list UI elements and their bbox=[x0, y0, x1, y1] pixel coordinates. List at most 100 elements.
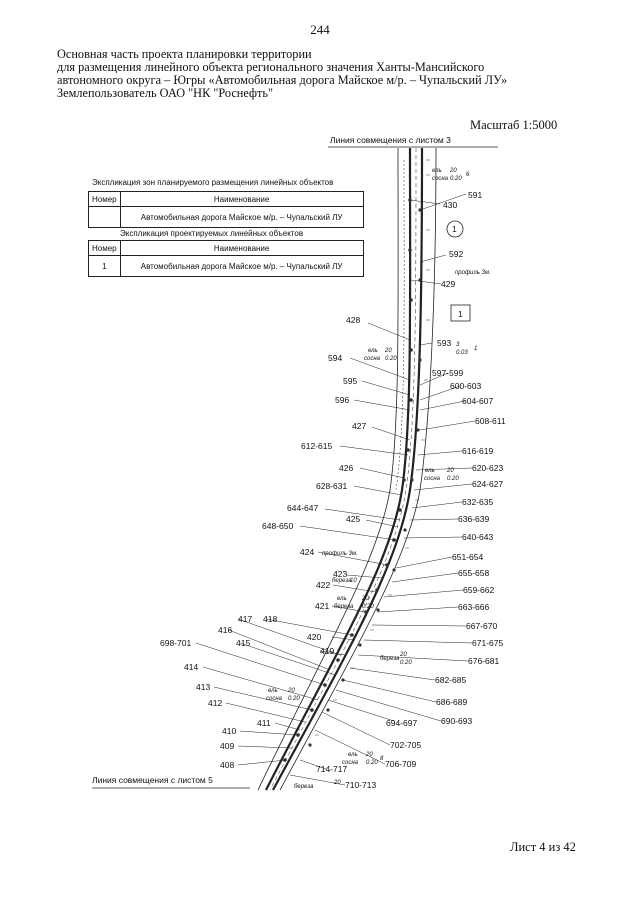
label-651-654: 651-654 bbox=[452, 552, 483, 562]
label-596: 596 bbox=[335, 395, 349, 405]
zone-boundary-left bbox=[257, 147, 399, 791]
annot-tree-type-10: ель bbox=[348, 752, 358, 758]
annot-birch-height: 10 bbox=[350, 578, 357, 584]
label-411: 411 bbox=[257, 718, 271, 728]
annot-height-7: 20 bbox=[287, 688, 295, 694]
header-line-2: для размещения линейного объекта региона… bbox=[57, 60, 485, 74]
label-419: 419 bbox=[320, 646, 334, 656]
label-676-681: 676-681 bbox=[468, 656, 499, 666]
stake-points bbox=[283, 198, 422, 762]
annot-tree-type-8: ель bbox=[268, 688, 278, 694]
label-420: 420 bbox=[307, 632, 321, 642]
label-591: 591 bbox=[468, 190, 482, 200]
label-659-662: 659-662 bbox=[463, 585, 494, 595]
annot-birch-1: береза bbox=[332, 578, 352, 584]
road-edge-left bbox=[265, 147, 412, 791]
existing-road bbox=[395, 159, 405, 491]
annot-birch-4: береза bbox=[294, 784, 314, 790]
label-429: 429 bbox=[441, 279, 455, 289]
label-412: 412 bbox=[208, 698, 222, 708]
label-706-709: 706-709 bbox=[385, 759, 416, 769]
label-408: 408 bbox=[220, 760, 234, 770]
annot-height-9: 20 bbox=[333, 780, 341, 786]
zones-table: Номер Наименование Автомобильная дорога … bbox=[88, 191, 364, 228]
table-row: 1 Автомобильная дорога Майское м/р. – Чу… bbox=[88, 255, 364, 277]
annot-tree-type-5: ель bbox=[425, 468, 435, 474]
annot-height: 20 bbox=[449, 168, 457, 174]
label-671-675: 671-675 bbox=[472, 638, 503, 648]
annot-height-8: 20 bbox=[365, 752, 373, 758]
label-593: 593 bbox=[437, 338, 451, 348]
annot-spacing: 6 bbox=[466, 172, 470, 178]
label-600-603: 600-603 bbox=[450, 381, 481, 391]
label-597-599: 597-599 bbox=[432, 368, 463, 378]
annot-diameter-8: 0.20 bbox=[366, 760, 378, 766]
annot-diameter-3: 0.20 bbox=[385, 356, 397, 362]
objects-table-caption: Экспликация проектируемых линейных объек… bbox=[120, 229, 304, 238]
label-702-705: 702-705 bbox=[390, 740, 421, 750]
label-421: 421 bbox=[315, 601, 329, 611]
label-428: 428 bbox=[346, 315, 360, 325]
header-line-4: Землепользователь ОАО "НК "Роснефть" bbox=[57, 86, 273, 100]
label-644-647: 644-647 bbox=[287, 503, 318, 513]
sheet-junction-bottom: Линия совмещения с листом 5 bbox=[92, 775, 213, 785]
objects-table: Номер Наименование 1 Автомобильная дорог… bbox=[88, 240, 364, 277]
label-413: 413 bbox=[196, 682, 210, 692]
annot-profile-2: профиль 3м. bbox=[322, 551, 358, 557]
label-690-693: 690-693 bbox=[441, 716, 472, 726]
label-620-623: 620-623 bbox=[472, 463, 503, 473]
sheet-junction-top: Линия совмещения с листом 3 bbox=[330, 135, 451, 145]
zones-row-name: Автомобильная дорога Майское м/р. – Чупа… bbox=[119, 206, 364, 228]
annot-height-3: 20 bbox=[384, 348, 392, 354]
header-line-3: автономного округа – Югры «Автомобильная… bbox=[57, 73, 508, 87]
annot-diameter-2: 0.03 bbox=[456, 350, 468, 356]
label-640-643: 640-643 bbox=[462, 532, 493, 542]
annot-tree-type-3: ель bbox=[368, 348, 378, 354]
label-592: 592 bbox=[449, 249, 463, 259]
header-line-1: Основная часть проекта планировки террит… bbox=[57, 47, 312, 61]
object-circle-marker bbox=[446, 220, 464, 238]
label-648-650: 648-650 bbox=[262, 521, 293, 531]
annot-diameter-5: 0.20 bbox=[362, 604, 374, 610]
annot-profile: профиль 3м. bbox=[455, 270, 491, 276]
annot-diameter-4: 0.20 bbox=[447, 476, 459, 482]
leader-lines bbox=[195, 193, 476, 786]
label-595: 595 bbox=[343, 376, 357, 386]
sheet-counter: Лист 4 из 42 bbox=[510, 840, 576, 854]
road-edge-right bbox=[272, 147, 424, 791]
road-centerline bbox=[269, 147, 417, 791]
label-427: 427 bbox=[352, 421, 366, 431]
annot-tree-type-9: сосна bbox=[266, 696, 283, 702]
vegetation-ticks bbox=[315, 159, 430, 736]
label-682-685: 682-685 bbox=[435, 675, 466, 685]
annot-tree-type-11: сосна bbox=[342, 760, 359, 766]
label-694-697: 694-697 bbox=[386, 718, 417, 728]
label-430: 430 bbox=[443, 200, 457, 210]
annot-tree-type-2: сосна bbox=[432, 176, 449, 182]
label-416: 416 bbox=[218, 625, 232, 635]
map-scale: Масштаб 1:5000 bbox=[470, 118, 558, 132]
object-circle-marker-label: 1 bbox=[452, 224, 457, 234]
zones-table-caption: Экспликация зон планируемого размещения … bbox=[92, 178, 334, 187]
annot-spacing-2: 1 bbox=[474, 346, 477, 352]
label-698-701: 698-701 bbox=[160, 638, 191, 648]
road-corridor bbox=[257, 147, 437, 791]
label-594: 594 bbox=[328, 353, 342, 363]
annot-birch-3: береза bbox=[380, 656, 400, 662]
table-row: Автомобильная дорога Майское м/р. – Чупа… bbox=[88, 206, 364, 228]
label-422: 422 bbox=[316, 580, 330, 590]
label-425: 425 bbox=[346, 514, 360, 524]
annot-diameter: 0.20 bbox=[450, 176, 462, 182]
page-number: 244 bbox=[310, 22, 330, 37]
label-612-615: 612-615 bbox=[301, 441, 332, 451]
label-608-611: 608-611 bbox=[475, 416, 506, 426]
annot-spacing-3: 8 bbox=[380, 756, 384, 762]
annot-height-5: 20 bbox=[361, 596, 369, 602]
label-415: 415 bbox=[236, 638, 250, 648]
zone-boundary-right bbox=[279, 147, 437, 791]
label-423: 423 bbox=[333, 569, 347, 579]
label-714-717: 714-717 bbox=[316, 764, 347, 774]
zone-square-marker bbox=[450, 304, 471, 322]
annot-diameter-7: 0.20 bbox=[288, 696, 300, 702]
